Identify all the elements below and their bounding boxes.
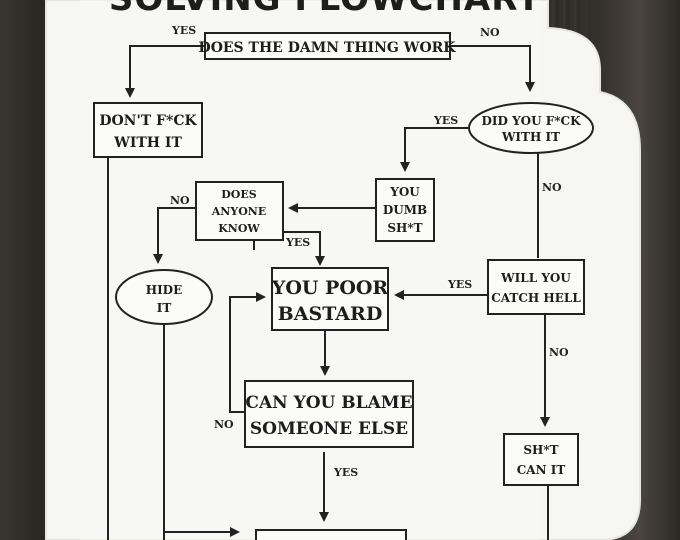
node-did-you-line2: WITH IT — [501, 130, 560, 144]
edge-label-hell-yes: YES — [447, 278, 472, 291]
node-does-anyone-line3: KNOW — [218, 222, 260, 235]
node-you-dumb-line2: DUMB — [383, 203, 427, 217]
edge-label-start-yes: YES — [171, 24, 196, 37]
node-dont-touch-line2: WITH IT — [113, 135, 182, 151]
node-hide: HIDE IT — [115, 269, 213, 325]
node-does-anyone: DOES ANYONE KNOW — [195, 181, 284, 241]
node-blame-line2: SOMEONE ELSE — [250, 419, 408, 439]
node-can-it-line1: SH*T — [523, 443, 558, 457]
node-hide-line2: IT — [157, 301, 172, 315]
node-start-text: DOES THE DAMN THING WORK — [199, 40, 457, 56]
node-poor-line1: YOU POOR — [271, 277, 389, 299]
node-you-dumb: YOU DUMB SH*T — [375, 178, 435, 242]
node-can-it: SH*T CAN IT — [503, 433, 579, 486]
node-hide-line1: HIDE — [146, 283, 183, 297]
edge-label-start-no: NO — [480, 26, 500, 39]
edge-label-anyone-yes: YES — [285, 236, 310, 249]
node-catch-hell-line1: WILL YOU — [500, 271, 571, 285]
node-catch-hell-line2: CATCH HELL — [491, 291, 581, 305]
node-can-it-line2: CAN IT — [517, 463, 566, 477]
node-did-you-line1: DID YOU F*CK — [481, 114, 581, 128]
node-dont-touch: DON'T F*CK WITH IT — [93, 102, 203, 158]
flowchart-title: SOLVING FLOWCHART — [109, 0, 541, 19]
node-dont-touch-line1: DON'T F*CK — [99, 113, 197, 129]
edge-label-blame-yes: YES — [333, 466, 358, 479]
edge-label-anyone-no: NO — [170, 194, 190, 207]
node-does-anyone-line2: ANYONE — [211, 205, 266, 218]
node-final-partial — [255, 529, 407, 540]
node-you-dumb-line3: SH*T — [387, 221, 422, 235]
edge-label-hell-no: NO — [549, 346, 569, 359]
node-catch-hell: WILL YOU CATCH HELL — [487, 259, 585, 315]
node-blame: CAN YOU BLAME SOMEONE ELSE — [244, 380, 414, 448]
node-you-dumb-line1: YOU — [389, 185, 420, 199]
node-start: DOES THE DAMN THING WORK — [199, 32, 457, 60]
edge-label-did-no: NO — [542, 181, 562, 194]
node-poor-line2: BASTARD — [278, 303, 383, 325]
node-did-you: DID YOU F*CK WITH IT — [468, 102, 594, 154]
node-does-anyone-line1: DOES — [221, 188, 257, 201]
edge-label-did-yes: YES — [433, 114, 458, 127]
node-poor: YOU POOR BASTARD — [271, 267, 389, 331]
edge-label-blame-no: NO — [214, 418, 234, 431]
node-blame-line1: CAN YOU BLAME — [245, 393, 412, 413]
